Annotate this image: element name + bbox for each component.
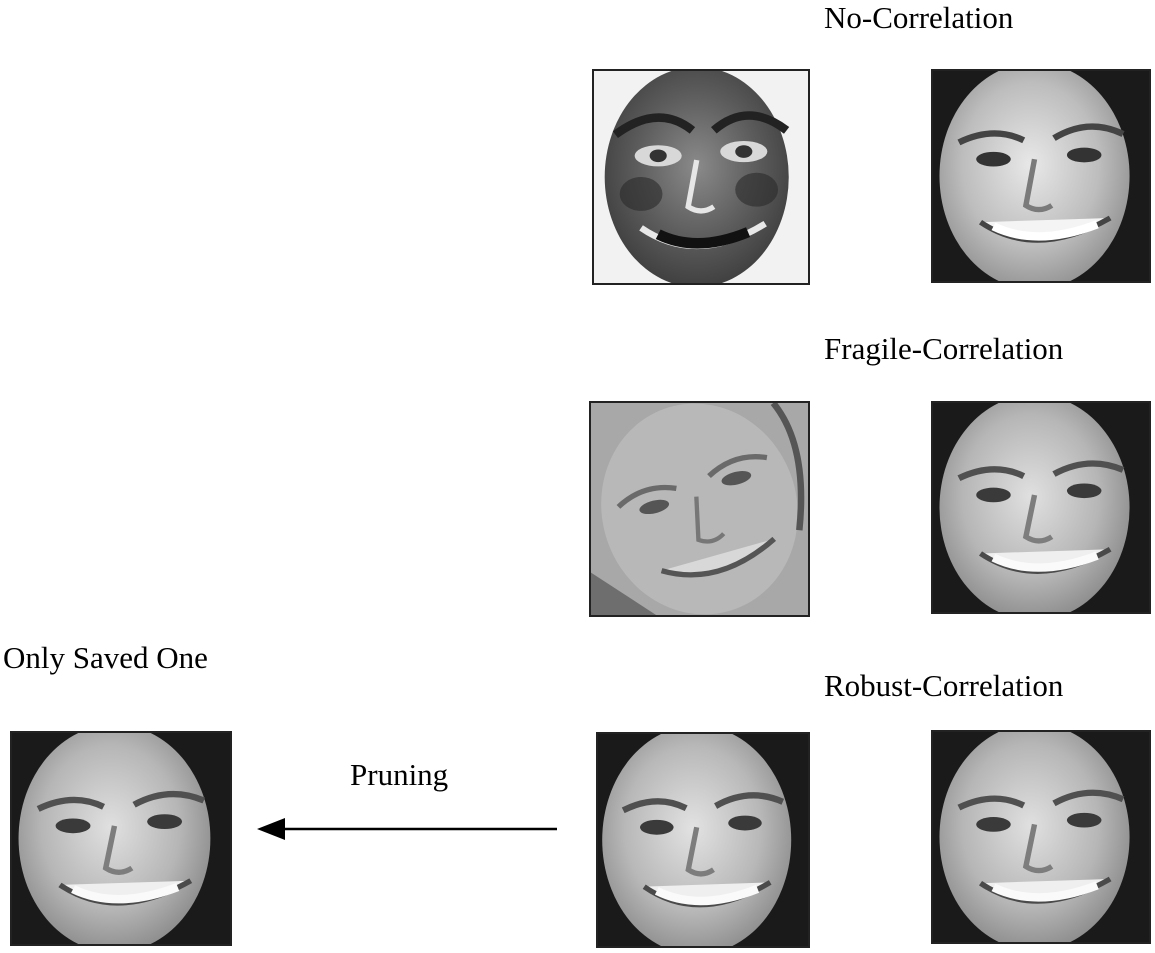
robust-correlation-label: Robust-Correlation [824, 668, 1064, 703]
face-image-robust-correlation-left [596, 732, 810, 948]
pruning-arrow [257, 818, 557, 840]
pruning-label: Pruning [350, 757, 449, 792]
only-saved-one-label: Only Saved One [3, 640, 208, 675]
arrow-head-icon [257, 818, 285, 840]
no-correlation-label: No-Correlation [824, 0, 1014, 35]
fragile-correlation-label: Fragile-Correlation [824, 331, 1064, 366]
face-image-fragile-correlation-left [589, 401, 810, 617]
face-image-no-correlation-right [931, 69, 1151, 283]
face-image-only-saved-one [10, 731, 232, 946]
face-image-fragile-correlation-right [931, 401, 1151, 614]
face-image-no-correlation-left [592, 69, 810, 285]
face-image-robust-correlation-right [931, 730, 1151, 944]
